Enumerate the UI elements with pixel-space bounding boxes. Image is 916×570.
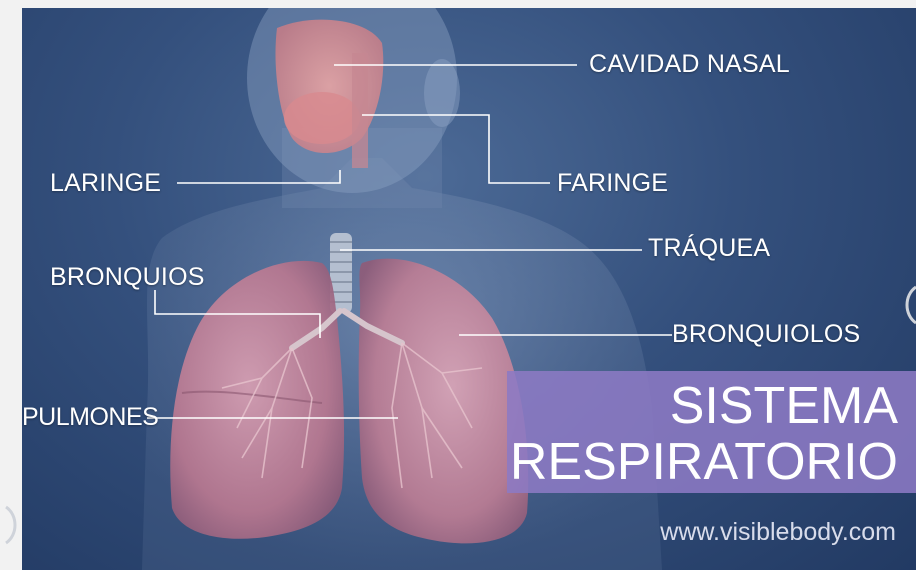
title-line-1: SISTEMA — [670, 380, 898, 432]
label-larynx: LARINGE — [50, 171, 161, 196]
pharynx-tube — [352, 53, 368, 168]
label-pharynx: FARINGE — [557, 171, 668, 196]
label-lungs: PULMONES — [22, 405, 158, 430]
diagram-frame: CAVIDAD NASAL LARINGE FARINGE TRÁQUEA BR… — [22, 8, 916, 570]
label-trachea: TRÁQUEA — [648, 236, 770, 261]
title-line-2: RESPIRATORIO — [510, 436, 898, 488]
label-nasal-cavity: CAVIDAD NASAL — [589, 52, 790, 77]
tongue-shape — [284, 92, 360, 144]
title-panel: SISTEMA RESPIRATORIO — [507, 371, 916, 493]
ear-silhouette — [424, 59, 460, 127]
label-bronchi: BRONQUIOS — [50, 265, 205, 290]
website-watermark: www.visiblebody.com — [660, 518, 896, 547]
page-curl-left — [2, 505, 22, 545]
page-curl-right — [900, 285, 916, 325]
label-bronchioles: BRONQUIOLOS — [672, 322, 860, 347]
